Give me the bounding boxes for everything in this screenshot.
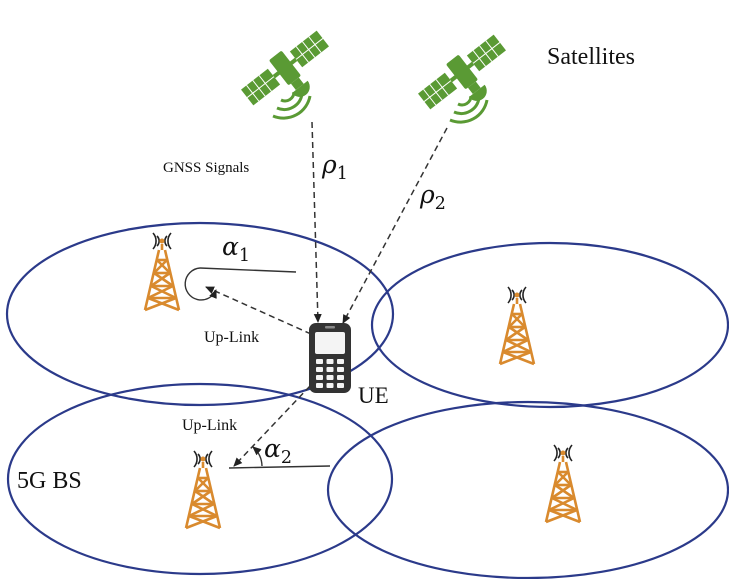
cell-coverage-top-left bbox=[5, 221, 395, 407]
uplink-line-1 bbox=[205, 286, 312, 335]
gnss-signals-label: GNSS Signals bbox=[163, 160, 250, 176]
cell-coverage-top-right bbox=[370, 241, 729, 409]
angle-arc-1 bbox=[184, 267, 217, 301]
angle-arc-2 bbox=[252, 446, 263, 467]
rho-1-label: ρ1 bbox=[322, 150, 348, 184]
cell-tower-icon bbox=[498, 285, 536, 366]
mobile-phone-icon bbox=[309, 323, 351, 393]
alpha-1-label: α1 bbox=[222, 232, 251, 266]
ue-label: UE bbox=[358, 383, 389, 408]
5g-bs-label: 5G BS bbox=[17, 468, 82, 494]
cell-coverage-bottom-left bbox=[6, 382, 394, 576]
uplink-label-1: Up-Link bbox=[204, 329, 260, 346]
uplink-label-2: Up-Link bbox=[182, 417, 238, 434]
cell-tower-icon bbox=[544, 443, 582, 524]
cell-coverage-bottom-right bbox=[326, 400, 729, 579]
alpha-2-label: α2 bbox=[264, 434, 293, 468]
rho-2-label: ρ2 bbox=[420, 180, 446, 214]
satellite-icon bbox=[412, 28, 523, 130]
uplink-line-2 bbox=[233, 385, 311, 467]
cell-tower-icon bbox=[184, 449, 222, 530]
cell-tower-icon bbox=[143, 231, 181, 312]
satellite-icon bbox=[235, 24, 346, 126]
gnss-signal-line-2 bbox=[342, 127, 448, 324]
satellites-label: Satellites bbox=[547, 44, 635, 70]
gnss-signal-line-1 bbox=[311, 121, 322, 323]
angle-reference-line-1 bbox=[199, 267, 297, 273]
angle-reference-line-2 bbox=[228, 465, 331, 469]
